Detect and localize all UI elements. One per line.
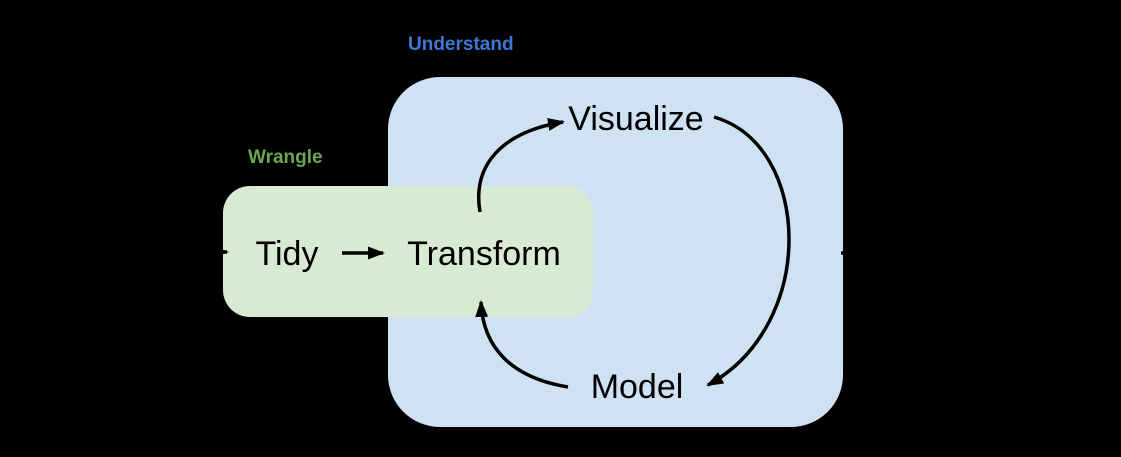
- wrangle-box: [223, 186, 593, 317]
- node-visualize: Visualize: [568, 100, 703, 138]
- wrangle-group-label: Wrangle: [248, 147, 323, 168]
- edge-visualize-to-model: [706, 115, 791, 387]
- understand-box: [388, 77, 843, 427]
- edge-transform-to-visualize: [477, 118, 565, 213]
- understand-group-label: Understand: [408, 34, 514, 55]
- node-tidy: Tidy: [256, 235, 319, 273]
- edge-model-to-transform: [475, 300, 569, 389]
- node-model: Model: [591, 368, 684, 406]
- node-transform: Transform: [407, 235, 561, 273]
